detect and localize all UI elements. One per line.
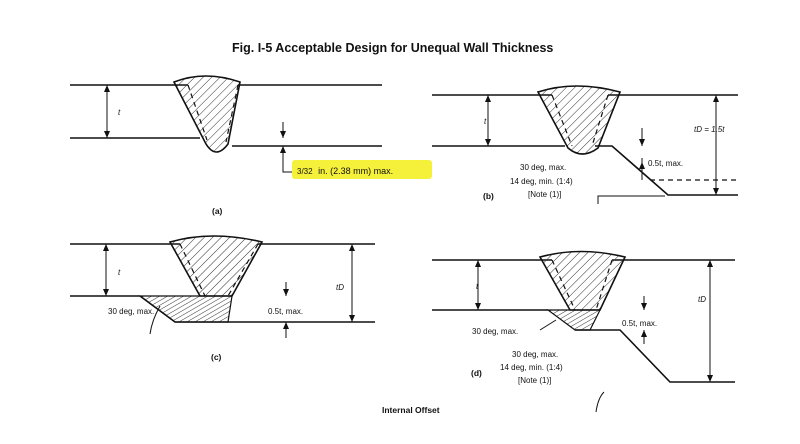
panel-b-taper-line bbox=[595, 145, 738, 196]
panel-d-offset-label: 0.5t, max. bbox=[622, 319, 657, 328]
panel-b-note-line3: [Note (1)] bbox=[528, 190, 561, 199]
panel-a-caption: (a) bbox=[212, 206, 223, 216]
panel-c-internal-weld bbox=[138, 295, 233, 323]
panel-b-weld-prep-lines bbox=[551, 94, 609, 147]
panel-b: t tD = 1.5t 0.5t, max. 30 deg, max. 14 d… bbox=[432, 85, 738, 204]
panel-d-angle-label: 30 deg, max. bbox=[472, 327, 518, 336]
panel-d-tD-label: tD bbox=[698, 295, 706, 304]
panel-a-offset-leader bbox=[282, 160, 292, 173]
panel-c: t tD 0.5t, max. 30 deg, max. (c) bbox=[70, 235, 375, 362]
panel-d-offset-arrowheads bbox=[641, 303, 647, 337]
panel-a: t 3/32 in. (2.38 mm) max. (a) bbox=[70, 75, 432, 216]
panel-c-offset-label: 0.5t, max. bbox=[268, 307, 303, 316]
panel-d-note-line1: 30 deg, max. bbox=[512, 350, 558, 359]
panel-a-weld-prep-lines bbox=[187, 84, 239, 143]
panel-a-offset-arrowheads bbox=[280, 131, 286, 153]
panel-d-caption: (d) bbox=[471, 368, 482, 378]
panel-b-note-leader bbox=[597, 195, 665, 204]
panel-d-weld bbox=[538, 250, 627, 311]
panel-b-offset-label: 0.5t, max. bbox=[648, 159, 683, 168]
panel-b-offset-arrowheads bbox=[639, 139, 645, 169]
panel-c-tD-label: tD bbox=[336, 283, 344, 292]
panel-a-t-label: t bbox=[118, 108, 121, 117]
panel-c-angle-arc bbox=[149, 305, 161, 335]
panel-c-angle-label: 30 deg, max. bbox=[108, 307, 154, 316]
panel-a-offset-fraction: 3/32 bbox=[297, 167, 313, 176]
panel-d-internal-weld bbox=[546, 309, 601, 331]
panel-d-weld-prep-lines bbox=[551, 259, 613, 311]
panel-d-note-line3: [Note (1)] bbox=[518, 376, 551, 385]
panel-d: t tD 0.5t, max. 30 deg, max. 30 deg, max… bbox=[432, 250, 735, 413]
panel-b-note-line2: 14 deg, min. (1:4) bbox=[510, 177, 573, 186]
panel-d-t-label: t bbox=[476, 282, 479, 291]
panel-b-caption: (b) bbox=[483, 191, 494, 201]
panel-d-taper-line bbox=[575, 329, 735, 383]
panel-d-note-line2: 14 deg, min. (1:4) bbox=[500, 363, 563, 372]
panel-a-offset-callout: 3/32 in. (2.38 mm) max. bbox=[297, 166, 393, 176]
figure-title: Fig. I-5 Acceptable Design for Unequal W… bbox=[232, 41, 553, 55]
panel-c-weld-prep-lines bbox=[179, 243, 259, 297]
panel-d-angle-leader bbox=[539, 319, 557, 331]
figure-footer: Internal Offset bbox=[382, 405, 440, 415]
panel-c-t-label: t bbox=[118, 268, 121, 277]
panel-b-weld bbox=[536, 85, 622, 155]
panel-a-offset-label: in. (2.38 mm) max. bbox=[318, 166, 393, 176]
panel-c-weld bbox=[168, 235, 264, 297]
panel-b-t-label: t bbox=[484, 117, 487, 126]
panel-b-tD-label: tD = 1.5t bbox=[694, 125, 725, 134]
panel-d-note-leader bbox=[595, 391, 605, 413]
panel-c-caption: (c) bbox=[211, 352, 222, 362]
panel-a-offset-highlight bbox=[292, 160, 432, 179]
panel-a-weld bbox=[172, 75, 241, 153]
panel-b-note-line1: 30 deg, max. bbox=[520, 163, 566, 172]
